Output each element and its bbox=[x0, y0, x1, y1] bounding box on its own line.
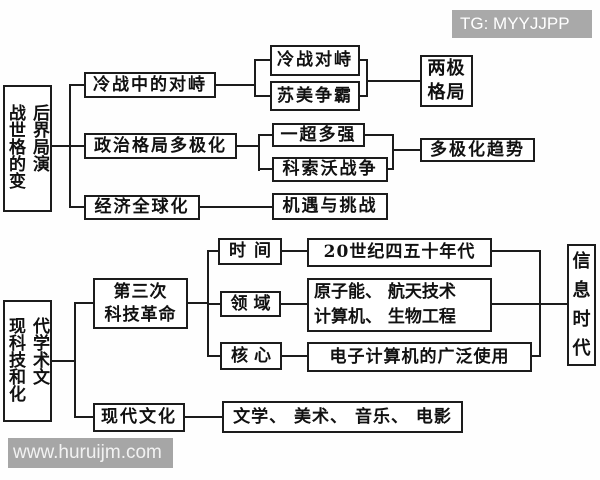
node-field-label: 领域 bbox=[220, 291, 281, 317]
node-text-line: 时 bbox=[572, 309, 591, 330]
watermark-bottom: www.huruijm.com bbox=[8, 438, 173, 468]
node-text-line: 代 bbox=[572, 338, 591, 359]
connector-line bbox=[394, 149, 420, 151]
connector-line bbox=[260, 134, 272, 136]
node-text-line: 技术 bbox=[9, 350, 57, 371]
node-text-line: 第三次 bbox=[113, 281, 168, 302]
node-core-value: 电子计算机的广泛使用 bbox=[307, 342, 532, 372]
node-text-line: 格局 bbox=[9, 138, 57, 158]
connector-line bbox=[69, 84, 71, 208]
node-text-line: 世界 bbox=[9, 121, 57, 141]
node-text-line: 科学 bbox=[9, 333, 57, 354]
connector-line bbox=[71, 145, 84, 147]
connector-line bbox=[237, 145, 259, 147]
node-text-line: 战后 bbox=[9, 104, 57, 124]
node-field-value: 原子能、 航天技术 计算机、 生物工程 bbox=[307, 278, 492, 332]
node-text-line: 的演 bbox=[9, 155, 57, 175]
node-cold-war-confrontation-parent: 冷战中的对峙 bbox=[84, 72, 216, 98]
connector-line bbox=[532, 355, 540, 357]
connector-line bbox=[71, 84, 84, 86]
connector-line bbox=[368, 80, 420, 82]
node-text-line: 化 bbox=[9, 384, 33, 405]
node-culture-value: 文学、 美术、 音乐、 电影 bbox=[222, 401, 463, 433]
connector-line bbox=[366, 59, 368, 97]
connector-line bbox=[76, 302, 93, 304]
connector-line bbox=[282, 355, 307, 357]
connector-line bbox=[188, 302, 207, 304]
connector-line bbox=[365, 134, 392, 136]
connector-line bbox=[200, 206, 272, 208]
connector-line bbox=[281, 303, 307, 305]
node-text-line: 变 bbox=[9, 172, 33, 192]
node-multipolar-trend: 多极化趋势 bbox=[420, 138, 535, 162]
node-text-line: 息 bbox=[572, 280, 591, 301]
node-one-superpower: 一超多强 bbox=[272, 123, 365, 147]
node-text-line: 现代 bbox=[9, 316, 57, 337]
connector-line bbox=[392, 134, 394, 170]
connector-line bbox=[492, 250, 540, 252]
connector-line bbox=[256, 95, 270, 97]
connector-line bbox=[71, 206, 84, 208]
connector-line bbox=[209, 355, 220, 357]
node-core-label: 核心 bbox=[220, 342, 282, 370]
node-modern-science-root: 现代 科学 技术 和文 化 bbox=[3, 300, 52, 422]
node-third-tech-revolution: 第三次 科技革命 bbox=[93, 278, 188, 329]
connector-line bbox=[207, 250, 209, 357]
connector-line bbox=[216, 84, 254, 86]
connector-line bbox=[76, 416, 93, 418]
connector-line bbox=[185, 416, 222, 418]
node-information-age: 信 息 时 代 bbox=[567, 244, 596, 366]
watermark-top: TG: MYYJJPP bbox=[452, 10, 592, 38]
connector-line bbox=[209, 250, 218, 252]
node-cold-war-standoff: 冷战对峙 bbox=[270, 45, 360, 76]
connector-line bbox=[260, 168, 272, 170]
connector-line bbox=[52, 145, 71, 147]
node-kosovo-war: 科索沃战争 bbox=[272, 157, 388, 182]
node-opportunity-challenge: 机遇与挑战 bbox=[272, 193, 388, 220]
node-time-label: 时间 bbox=[218, 238, 282, 265]
connector-line bbox=[209, 303, 220, 305]
connector-line bbox=[492, 303, 567, 305]
node-text-line: 两极 bbox=[427, 58, 466, 79]
node-time-value: 20世纪四五十年代 bbox=[307, 238, 492, 267]
node-bipolar-pattern: 两极 格局 bbox=[420, 55, 473, 107]
connector-line bbox=[388, 168, 392, 170]
node-text-line: 信 bbox=[572, 251, 591, 272]
connector-line bbox=[282, 250, 307, 252]
node-modern-culture: 现代文化 bbox=[93, 403, 185, 432]
connector-line bbox=[74, 302, 76, 418]
connector-line bbox=[52, 360, 75, 362]
connector-line bbox=[254, 59, 256, 97]
node-political-multipolarization: 政治格局多极化 bbox=[84, 133, 237, 159]
node-economic-globalization: 经济全球化 bbox=[84, 195, 200, 220]
node-text-line: 计算机、 生物工程 bbox=[314, 307, 456, 327]
node-soviet-us-hegemony: 苏美争霸 bbox=[270, 81, 360, 111]
connector-line bbox=[360, 59, 368, 61]
connector-line bbox=[258, 134, 260, 171]
connector-line bbox=[256, 59, 270, 61]
node-text-line: 和文 bbox=[9, 367, 57, 388]
node-text-line: 科技革命 bbox=[104, 304, 177, 325]
node-text-line: 格局 bbox=[427, 82, 466, 103]
node-text-line: 原子能、 航天技术 bbox=[314, 282, 456, 302]
connector-line bbox=[360, 95, 368, 97]
node-postwar-root: 战后 世界 格局 的演 变 bbox=[3, 85, 52, 212]
